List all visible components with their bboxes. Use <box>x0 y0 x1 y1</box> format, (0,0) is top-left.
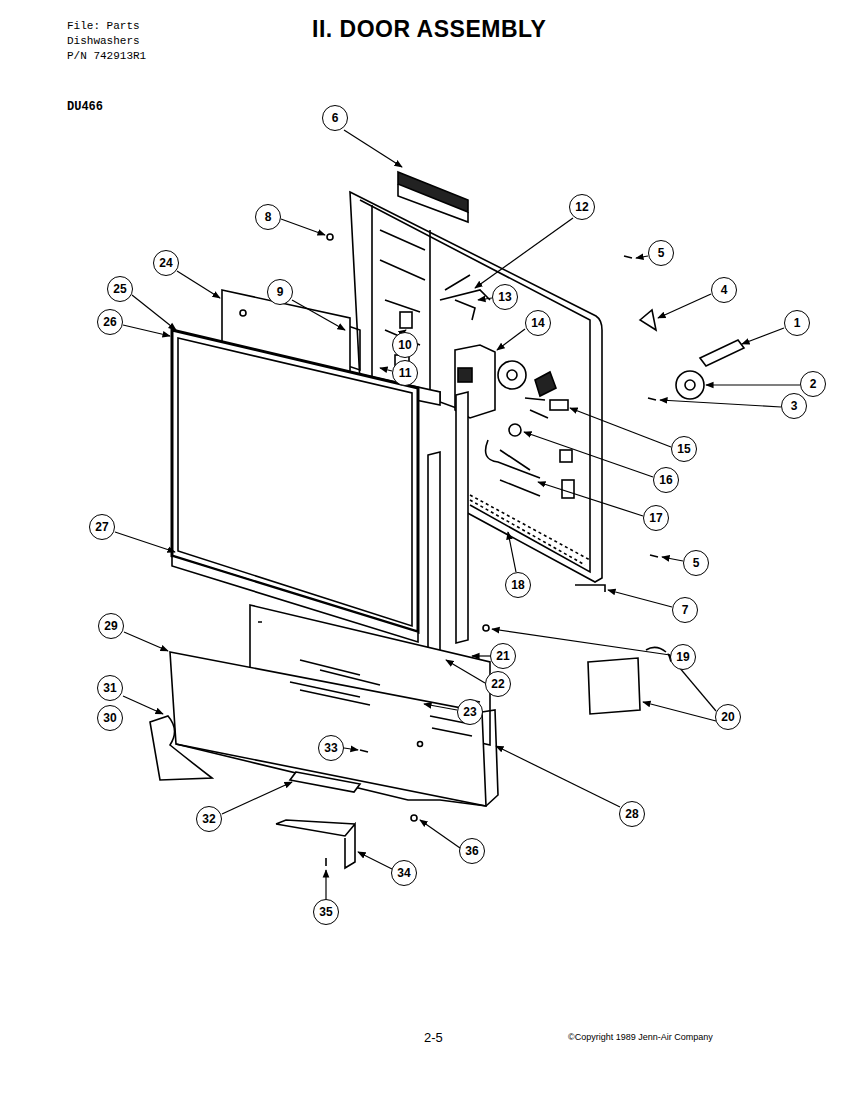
callout-text: 18 <box>511 578 524 592</box>
callout-number: 28 <box>619 801 645 827</box>
callout-text: 25 <box>113 282 126 296</box>
callout-text: 3 <box>791 399 798 413</box>
callout-text: 34 <box>397 866 410 880</box>
callout-number: 21 <box>490 643 516 669</box>
callout-number: 10 <box>392 332 418 358</box>
callout-number: 9 <box>267 279 293 305</box>
callout-text: 27 <box>95 520 108 534</box>
callout-text: 22 <box>491 677 504 691</box>
callout-text: 36 <box>465 844 478 858</box>
callout-number: 26 <box>97 309 123 335</box>
callout-number: 33 <box>318 735 344 761</box>
callout-text: 31 <box>103 681 116 695</box>
page-number: 2-5 <box>424 1030 443 1045</box>
callout-number: 22 <box>485 671 511 697</box>
callout-number: 19 <box>670 644 696 670</box>
callout-text: 1 <box>794 316 801 330</box>
callout-number: 6 <box>322 105 348 131</box>
callout-text: 6 <box>332 111 339 125</box>
callout-text: 5 <box>658 246 665 260</box>
callout-number: 24 <box>153 250 179 276</box>
callout-text: 33 <box>324 741 337 755</box>
copyright: ©Copyright 1989 Jenn-Air Company <box>568 1032 713 1042</box>
callout-text: 35 <box>319 905 332 919</box>
callout-text: 13 <box>498 290 511 304</box>
callout-number: 14 <box>525 310 551 336</box>
callout-text: 12 <box>575 200 588 214</box>
callout-text: 21 <box>496 649 509 663</box>
callout-text: 23 <box>463 705 476 719</box>
callout-number: 15 <box>671 436 697 462</box>
callout-number: 3 <box>781 393 807 419</box>
callout-number: 36 <box>459 838 485 864</box>
callout-text: 19 <box>676 650 689 664</box>
callout-text: 5 <box>693 556 700 570</box>
callout-number: 29 <box>98 613 124 639</box>
callout-number: 2 <box>800 371 826 397</box>
callout-number: 18 <box>505 572 531 598</box>
callout-number: 13 <box>492 284 518 310</box>
callout-text: 17 <box>649 511 662 525</box>
callout-number: 34 <box>391 860 417 886</box>
callout-text: 29 <box>104 619 117 633</box>
category-label: Dishwashers <box>67 35 140 47</box>
callout-text: 28 <box>625 807 638 821</box>
callout-number: 35 <box>313 899 339 925</box>
part-number: P/N 742913R1 <box>67 50 146 62</box>
diagram-title: II. DOOR ASSEMBLY <box>312 16 546 43</box>
callout-text: 32 <box>202 812 215 826</box>
callout-number: 8 <box>255 204 281 230</box>
callout-number: 25 <box>107 276 133 302</box>
callout-number: 20 <box>715 704 741 730</box>
callout-number: 30 <box>97 705 123 731</box>
callout-number: 16 <box>653 467 679 493</box>
callout-number: 7 <box>672 597 698 623</box>
callout-number: 32 <box>196 806 222 832</box>
callout-text: 10 <box>398 338 411 352</box>
callout-number: 31 <box>97 675 123 701</box>
callout-number: 12 <box>569 194 595 220</box>
file-label: File: Parts <box>67 20 140 32</box>
callout-text: 2 <box>810 377 817 391</box>
callout-text: 8 <box>265 210 272 224</box>
callout-number: 4 <box>711 277 737 303</box>
callout-number: 1 <box>784 310 810 336</box>
callout-number: 23 <box>457 699 483 725</box>
callout-text: 24 <box>159 256 172 270</box>
callout-text: 15 <box>677 442 690 456</box>
callout-number: 27 <box>89 514 115 540</box>
callout-text: 7 <box>682 603 689 617</box>
callout-number: 11 <box>392 360 418 386</box>
callout-text: 14 <box>531 316 544 330</box>
callout-text: 16 <box>659 473 672 487</box>
callout-text: 11 <box>399 366 412 380</box>
model-number: DU466 <box>67 100 103 114</box>
callout-number: 17 <box>643 505 669 531</box>
callout-text: 30 <box>103 711 116 725</box>
callout-text: 26 <box>103 315 116 329</box>
callout-number: 5 <box>683 550 709 576</box>
callout-text: 20 <box>721 710 734 724</box>
callout-number: 5 <box>648 240 674 266</box>
callout-text: 4 <box>721 283 728 297</box>
callout-text: 9 <box>277 285 284 299</box>
